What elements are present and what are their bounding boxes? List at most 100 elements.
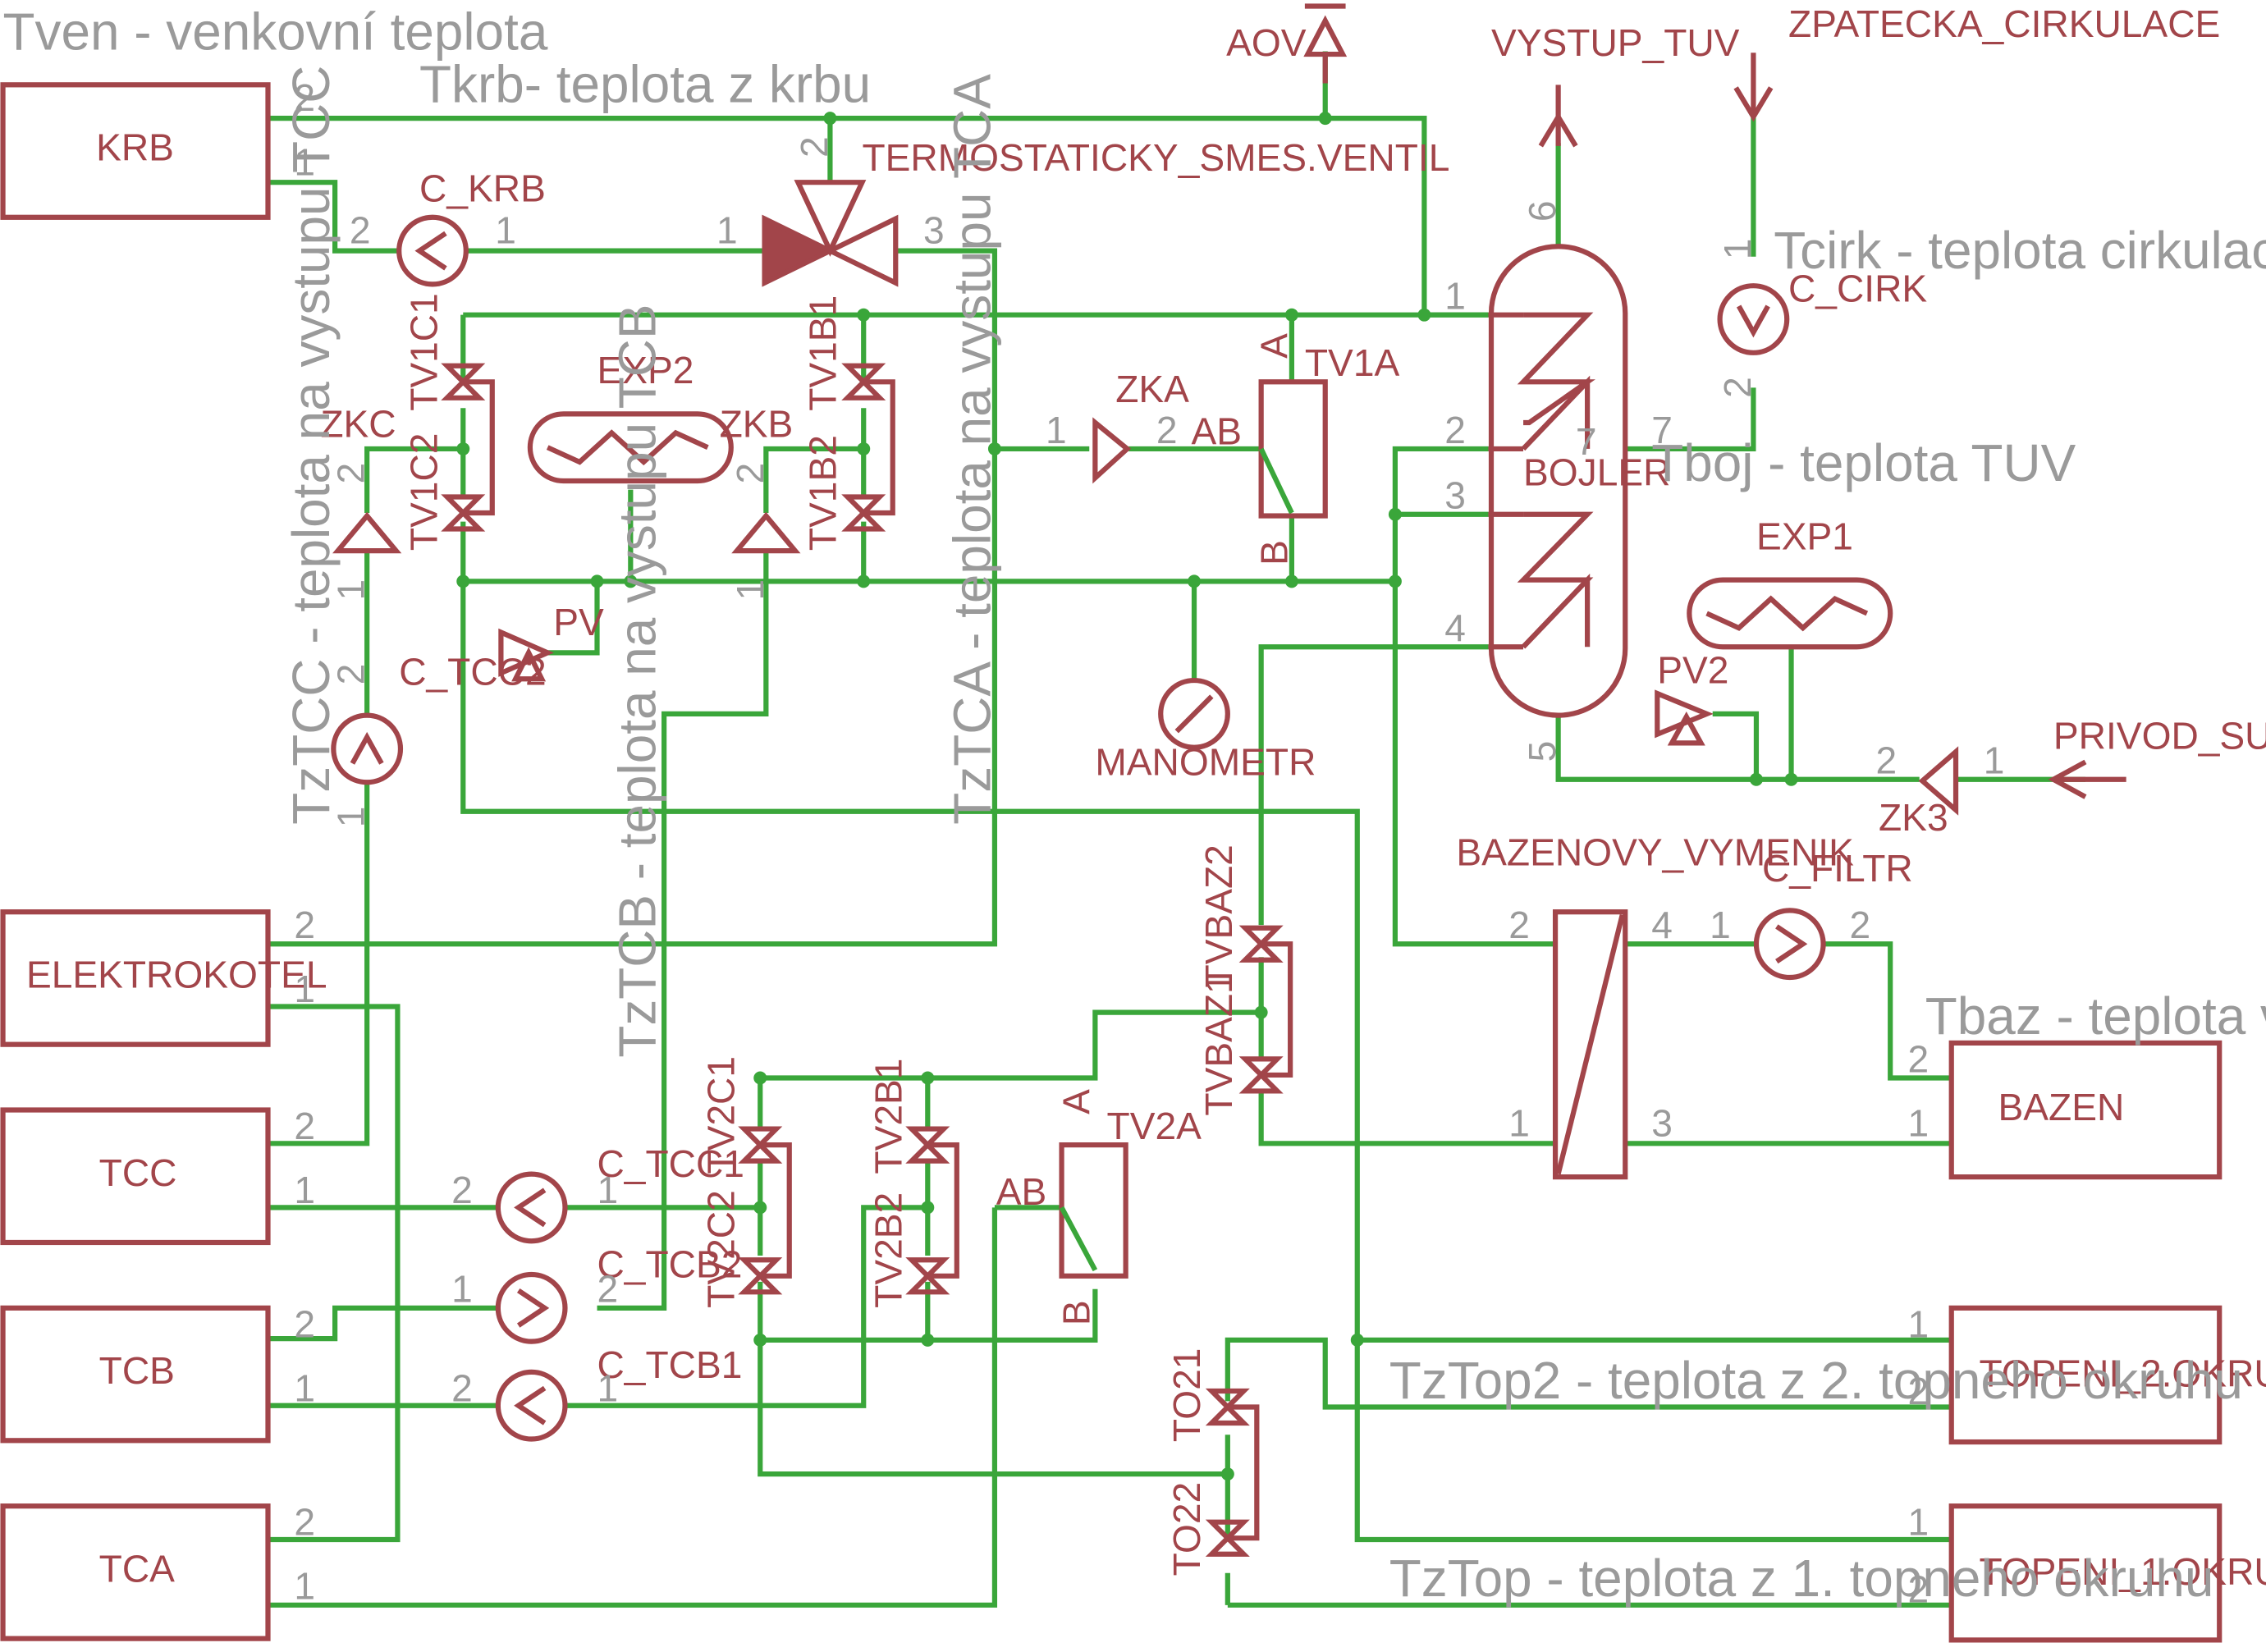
svg-text:1: 1 — [294, 1169, 315, 1211]
block-topeni-2[interactable]: TOPENI_2.OKRUH — [1948, 1305, 2266, 1445]
block-elektrokotel-label: ELEKTROKOTEL — [26, 953, 327, 995]
c-filtr-pump-icon[interactable] — [1753, 908, 1826, 981]
block-bazen[interactable]: BAZEN — [1948, 1040, 2223, 1180]
pin-numbers: 2 1 2 1 1 3 2 1 2 3 4 7 7 6 5 1 2 1 2 2 … — [294, 76, 2004, 1610]
svg-text:5: 5 — [1521, 741, 1563, 762]
zka-label: ZKA — [1115, 368, 1189, 410]
block-tcb[interactable]: TCB — [0, 1305, 271, 1444]
svg-text:1: 1 — [597, 1366, 619, 1409]
bazenovy-vymenik[interactable] — [1552, 909, 1628, 1180]
tvbaz1-label: TVBAZ1 — [1197, 972, 1240, 1115]
block-krb[interactable]: KRB — [0, 82, 271, 220]
svg-text:1: 1 — [294, 1366, 315, 1409]
svg-text:1: 1 — [1508, 1101, 1530, 1144]
svg-text:2: 2 — [451, 1169, 473, 1211]
svg-text:3: 3 — [1651, 1101, 1673, 1144]
block-elektrokotel[interactable]: ELEKTROKOTEL — [0, 909, 327, 1047]
vystup-tuv-arrow-icon — [1538, 85, 1578, 148]
c-filtr-label: C_FILTR — [1762, 847, 1913, 890]
manometr-gauge-icon[interactable] — [1158, 677, 1230, 750]
tv2c-valve-pair[interactable] — [738, 1126, 792, 1295]
tv1b2-label: TV1B2 — [802, 435, 845, 551]
c-tcb2-label: C_TCB2 — [597, 1243, 743, 1286]
svg-text:1: 1 — [294, 140, 315, 183]
exp1-vessel[interactable] — [1687, 577, 1893, 650]
to2-valve-pair[interactable] — [1205, 1388, 1260, 1557]
zkc-check-valve[interactable] — [332, 511, 402, 554]
tv1a-three-way-valve[interactable] — [1258, 379, 1328, 519]
bojler-tank[interactable] — [1488, 244, 1628, 718]
zkb-check-valve[interactable] — [731, 511, 801, 554]
zkb-label: ZKB — [720, 403, 794, 446]
zk3-label: ZK3 — [1879, 796, 1948, 839]
vystup-tuv-label: VYSTUP_TUV — [1491, 21, 1740, 64]
svg-text:7: 7 — [1576, 420, 1597, 463]
zk3-check-valve[interactable] — [1918, 746, 1959, 816]
svg-text:3: 3 — [1444, 474, 1466, 517]
svg-text:4: 4 — [1444, 606, 1466, 649]
block-tca[interactable]: TCA — [0, 1503, 271, 1641]
svg-text:2: 2 — [350, 209, 371, 252]
c-tcc1-label: C_TCC1 — [597, 1142, 744, 1185]
block-topeni-1[interactable]: TOPENI_1.OKRUH — [1948, 1503, 2266, 1643]
pipe-network — [268, 51, 2085, 1608]
tv1a-label: TV1A — [1305, 341, 1400, 384]
block-tcc[interactable]: TCC — [0, 1107, 271, 1246]
tv2a-port-b: B — [1055, 1300, 1097, 1325]
svg-text:2: 2 — [793, 136, 835, 158]
zka-check-valve[interactable] — [1092, 417, 1132, 484]
svg-text:1: 1 — [1046, 409, 1067, 451]
pv-relief-valve[interactable] — [498, 628, 554, 682]
c-tcb2-pump-icon[interactable] — [495, 1271, 568, 1344]
tv1c2-label: TV1C2 — [402, 433, 445, 551]
tvbaz-valve-pair[interactable] — [1238, 925, 1293, 1094]
svg-text:2: 2 — [330, 664, 373, 685]
exp2-vessel[interactable] — [527, 411, 734, 484]
svg-text:1: 1 — [716, 209, 738, 252]
note-tztop: TzTop - teplota z 1. topneho okruhu — [1389, 1549, 2214, 1608]
c-tcc-pump-icon[interactable] — [331, 712, 404, 785]
tv1b-valve-pair[interactable] — [841, 363, 895, 532]
exp2-label: EXP2 — [597, 349, 694, 391]
tv2a-port-ab: AB — [996, 1170, 1047, 1213]
c-tcc1-pump-icon[interactable] — [495, 1171, 568, 1244]
note-tbaz: Tbaz - teplota v bazenu — [1925, 986, 2266, 1046]
c-krb-pump-icon[interactable] — [396, 214, 469, 287]
c-tcb1-pump-icon[interactable] — [495, 1369, 568, 1442]
tv2a-label: TV2A — [1107, 1105, 1202, 1147]
pv2-relief-valve[interactable] — [1655, 689, 1714, 746]
svg-text:3: 3 — [923, 209, 945, 252]
svg-text:1: 1 — [1984, 739, 2005, 782]
note-tztcc: TzTCC - teplota na vystupu TCC — [282, 66, 341, 825]
tv2c1-label: TV2C1 — [699, 1056, 742, 1174]
svg-text:4: 4 — [1651, 904, 1673, 946]
pv-label: PV — [553, 601, 604, 643]
aov-symbol[interactable] — [1303, 3, 1348, 84]
c-cirk-pump-icon[interactable] — [1717, 283, 1790, 355]
note-tcirk: Tcirk - teplota cirkulace — [1774, 221, 2266, 280]
tv1c1-label: TV1C1 — [402, 293, 445, 411]
privod-suv-arrow-icon — [2048, 759, 2126, 799]
shutoff-valves — [441, 363, 1293, 1557]
svg-text:1: 1 — [597, 1169, 619, 1211]
note-tztop2: TzTop2 - teplota z 2. topneho okruhu — [1389, 1351, 2243, 1410]
tv2a-three-way-valve[interactable] — [1059, 1142, 1128, 1279]
tvbaz2-label: TVBAZ2 — [1197, 844, 1240, 987]
svg-text:1: 1 — [330, 807, 373, 828]
svg-text:6: 6 — [1521, 200, 1563, 222]
svg-text:1: 1 — [495, 209, 516, 252]
note-tztcb: TzTCB - teplota na vystupu TCB — [607, 304, 666, 1058]
c-tcb1-label: C_TCB1 — [597, 1343, 743, 1386]
tv1c-valve-pair[interactable] — [441, 363, 495, 532]
svg-text:1: 1 — [451, 1268, 473, 1311]
tv2b-valve-pair[interactable] — [905, 1126, 959, 1295]
tv1a-port-b: B — [1253, 540, 1296, 565]
to21-label: TO21 — [1165, 1348, 1208, 1443]
svg-text:2: 2 — [1875, 739, 1897, 782]
block-tca-label: TCA — [99, 1547, 175, 1590]
block-topeni-1-label: TOPENI_1.OKRUH — [1979, 1550, 2266, 1593]
svg-text:2: 2 — [1508, 904, 1530, 946]
junction-dots — [456, 112, 1798, 1481]
thermostatic-mixing-valve[interactable] — [762, 180, 899, 287]
